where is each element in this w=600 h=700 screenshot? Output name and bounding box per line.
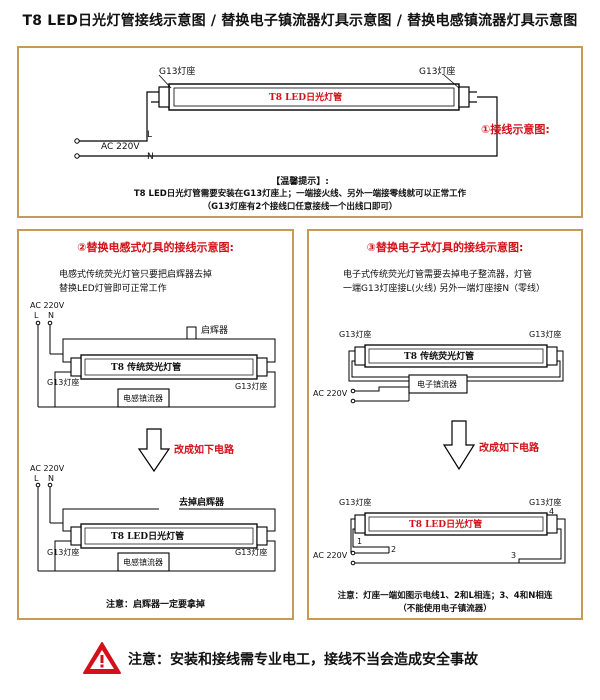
socket-left-top: G13灯座 bbox=[47, 378, 80, 387]
inductive-heading: ②替换电感式灯具的接线示意图: bbox=[77, 241, 234, 254]
old-tube-label: T8 传统荧光灯管 bbox=[111, 363, 182, 373]
safety-warning: 注意：安装和接线需专业电工，接线不当会造成安全事故 bbox=[0, 640, 600, 680]
electronic-note-1: 注意：灯座一端如图示电线1、2和L相连；3、4和N相连 bbox=[337, 591, 553, 601]
wiring-panel-electronic: ③替换电子式灯具的接线示意图: 电子式传统荧光灯管需要去掉电子整流器，灯管 一端… bbox=[307, 229, 583, 620]
socket-left-bottom: G13灯座 bbox=[47, 548, 80, 557]
electronic-heading: ③替换电子式灯具的接线示意图: bbox=[366, 241, 524, 254]
e-ballast-label: 电子镇流器 bbox=[417, 380, 457, 389]
socket-label-right: G13灯座 bbox=[419, 67, 456, 77]
pin-1: 1 bbox=[357, 537, 363, 546]
tube-label: T8 LED日光灯管 bbox=[269, 93, 343, 103]
tip-line-2: （G13灯座有2个接线口任意接线一个出线口即可） bbox=[202, 202, 398, 212]
e-socket-left-bottom: G13灯座 bbox=[339, 498, 372, 507]
wiring-panel-basic: G13灯座 G13灯座 T8 LED日光灯管 AC 220V L N ①接线示意… bbox=[17, 46, 583, 218]
remove-starter-label: 去掉启辉器 bbox=[179, 498, 225, 508]
tip-line-1: T8 LED日光灯管需要安装在G13灯座上；一端接火线、另外一端接零线就可以正常… bbox=[133, 189, 467, 199]
ballast-label-bottom: 电感镇流器 bbox=[123, 558, 163, 567]
l-label-top: L bbox=[34, 311, 39, 320]
electronic-desc-2: 一端G13灯座接L(火线) 另外一端灯座接N（零线） bbox=[343, 284, 546, 294]
ac-label-top: AC 220V bbox=[30, 301, 65, 310]
section-label-basic: ①接线示意图: bbox=[481, 123, 550, 136]
starter-label: 启辉器 bbox=[201, 326, 229, 336]
tip-title: 【温馨提示】: bbox=[271, 177, 329, 187]
ac-voltage-label: AC 220V bbox=[101, 142, 140, 152]
warning-triangle-icon bbox=[83, 642, 121, 674]
right-end-cap bbox=[458, 86, 470, 108]
socket-right-top: G13灯座 bbox=[235, 382, 268, 391]
pin-2: 2 bbox=[391, 545, 397, 554]
left-end-cap bbox=[158, 86, 170, 108]
page-title: T8 LED日光灯管接线示意图 / 替换电子镇流器灯具示意图 / 替换电感镇流器… bbox=[22, 13, 578, 29]
e-socket-right-top: G13灯座 bbox=[529, 330, 562, 339]
electronic-ballast bbox=[408, 374, 468, 394]
starter bbox=[186, 326, 197, 340]
e-ac-label-top: AC 220V bbox=[313, 389, 348, 398]
socket-label-left: G13灯座 bbox=[159, 67, 196, 77]
live-label: L bbox=[147, 130, 153, 140]
e-old-tube-label: T8 传统荧光灯管 bbox=[404, 352, 475, 362]
n-label-top: N bbox=[48, 311, 54, 320]
inductive-ballast-2 bbox=[117, 552, 170, 572]
electronic-desc-1: 电子式传统荧光灯管需要去掉电子整流器，灯管 bbox=[343, 270, 533, 280]
e-ac-label-bottom: AC 220V bbox=[313, 551, 348, 560]
e-new-tube-label: T8 LED日光灯管 bbox=[409, 520, 483, 530]
n-label-bottom: N bbox=[48, 474, 54, 483]
ballast-label-top: 电感镇流器 bbox=[123, 394, 163, 403]
socket-right-bottom: G13灯座 bbox=[235, 548, 268, 557]
inductive-wiring-diagram bbox=[35, 320, 276, 572]
change-label: 改成如下电路 bbox=[174, 445, 234, 456]
e-socket-left-top: G13灯座 bbox=[339, 330, 372, 339]
inductive-ballast bbox=[117, 388, 170, 408]
ac-label-bottom: AC 220V bbox=[30, 464, 65, 473]
e-change-label: 改成如下电路 bbox=[479, 443, 539, 454]
pin-4: 4 bbox=[549, 507, 555, 516]
wiring-panel-inductive: ②替换电感式灯具的接线示意图: 电感式传统荧光灯管只要把启辉器去掉 替换LED灯… bbox=[17, 229, 294, 620]
down-arrow-electronic bbox=[442, 420, 476, 471]
warning-text: 注意：安装和接线需专业电工，接线不当会造成安全事故 bbox=[128, 652, 478, 668]
e-socket-right-bottom: G13灯座 bbox=[529, 498, 562, 507]
electronic-note-2: （不能使用电子镇流器） bbox=[398, 604, 492, 614]
new-tube-label: T8 LED日光灯管 bbox=[111, 532, 185, 542]
pin-3: 3 bbox=[511, 551, 517, 560]
basic-wiring-diagram bbox=[74, 74, 498, 159]
neutral-label: N bbox=[147, 152, 154, 162]
inductive-note: 注意：启辉器一定要拿掉 bbox=[105, 600, 205, 610]
inductive-desc-1: 电感式传统荧光灯管只要把启辉器去掉 bbox=[59, 270, 213, 280]
l-label-bottom: L bbox=[34, 474, 39, 483]
down-arrow bbox=[137, 428, 171, 473]
inductive-desc-2: 替换LED灯管即可正常工作 bbox=[59, 284, 167, 294]
electronic-wiring-diagram bbox=[348, 344, 566, 566]
